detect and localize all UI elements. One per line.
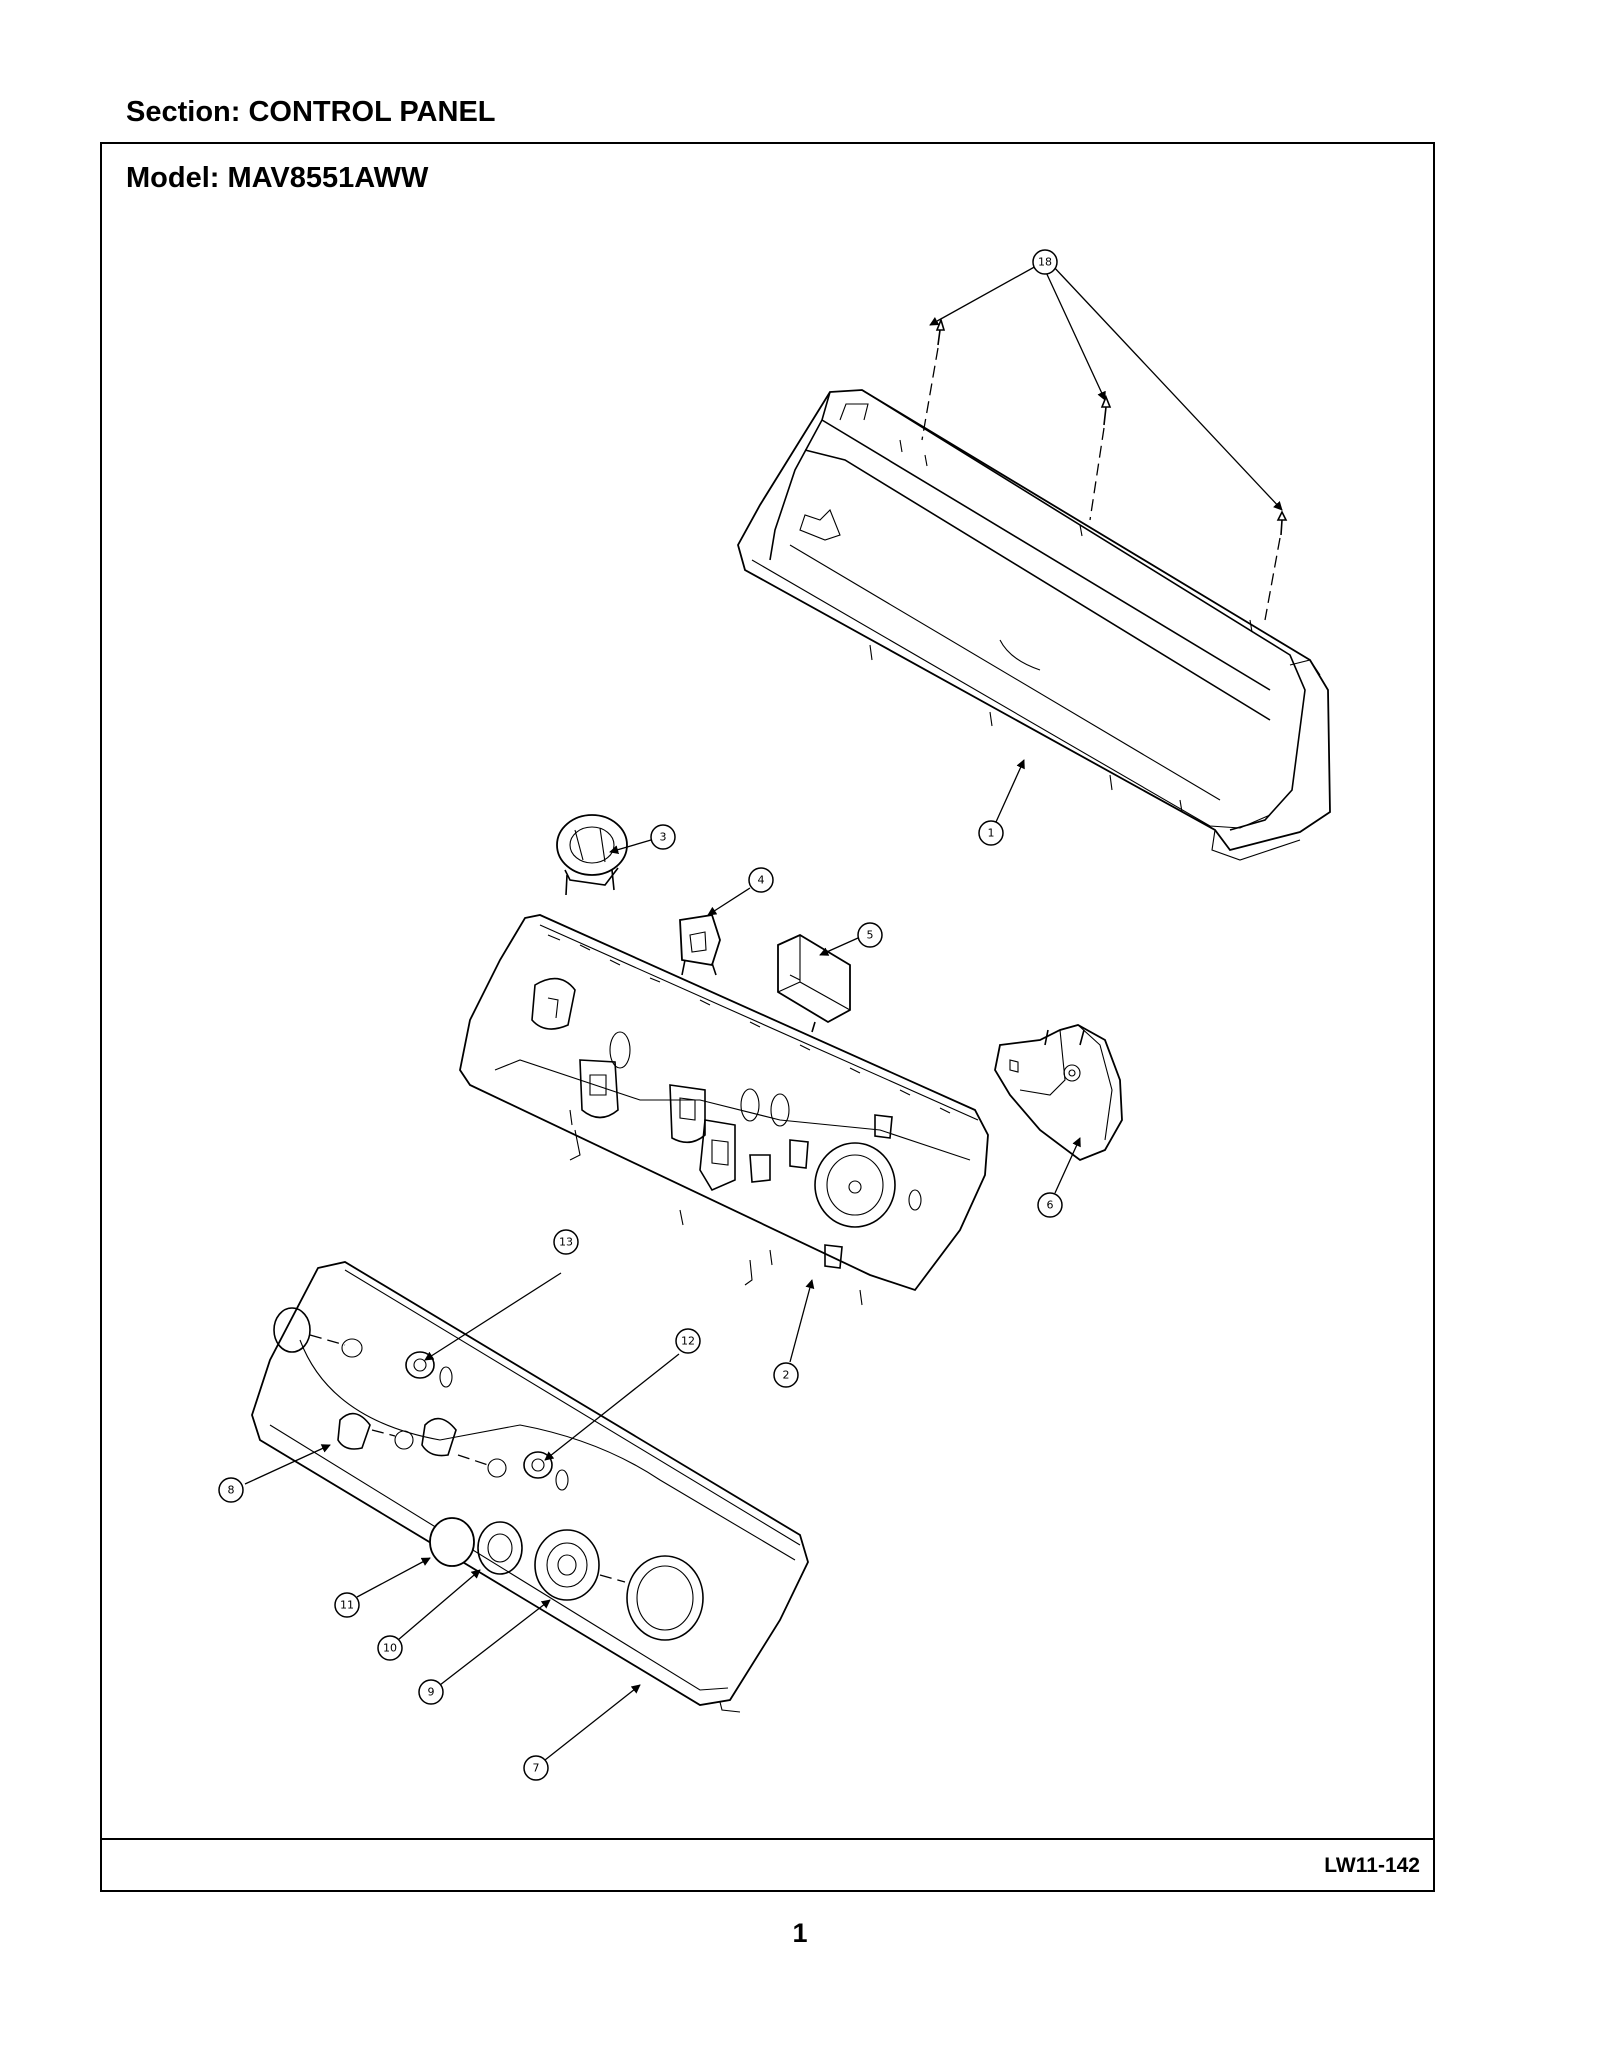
callout-7: 7 bbox=[523, 1755, 549, 1781]
callout-10: 10 bbox=[377, 1635, 403, 1661]
svg-text:8: 8 bbox=[228, 1484, 235, 1497]
callout-12: 12 bbox=[675, 1328, 701, 1354]
section-title: Section: CONTROL PANEL bbox=[126, 96, 496, 128]
svg-text:4: 4 bbox=[758, 874, 765, 887]
callout-4: 4 bbox=[748, 867, 774, 893]
selector-switch bbox=[556, 814, 628, 896]
callout-2: 2 bbox=[773, 1362, 799, 1388]
switch bbox=[679, 913, 721, 976]
callout-5: 5 bbox=[857, 922, 883, 948]
svg-text:3: 3 bbox=[660, 831, 667, 844]
svg-text:11: 11 bbox=[340, 1599, 354, 1612]
panel-bracket bbox=[459, 914, 989, 1306]
screws bbox=[921, 317, 1288, 621]
console-housing bbox=[737, 389, 1331, 861]
page-number: 1 bbox=[792, 1918, 808, 1948]
svg-text:12: 12 bbox=[681, 1335, 695, 1348]
callout-9: 9 bbox=[418, 1679, 444, 1705]
svg-text:7: 7 bbox=[533, 1762, 540, 1775]
model-title: Model: MAV8551AWW bbox=[126, 162, 429, 194]
svg-text:5: 5 bbox=[867, 929, 874, 942]
svg-text:2: 2 bbox=[783, 1369, 790, 1382]
svg-text:18: 18 bbox=[1038, 256, 1052, 269]
control-module bbox=[777, 933, 851, 1033]
document-code: LW11-142 bbox=[1324, 1854, 1420, 1877]
callout-1: 1 bbox=[978, 820, 1004, 846]
svg-text:13: 13 bbox=[559, 1236, 573, 1249]
front-console bbox=[251, 1261, 809, 1713]
callout-8: 8 bbox=[218, 1477, 244, 1503]
callout-6: 6 bbox=[1037, 1192, 1063, 1218]
callout-13: 13 bbox=[553, 1229, 579, 1255]
callout-11: 11 bbox=[334, 1592, 360, 1618]
footer-divider bbox=[100, 1838, 1435, 1840]
svg-text:9: 9 bbox=[428, 1686, 435, 1699]
leader-lines bbox=[244, 264, 1283, 1761]
encoder-bracket bbox=[994, 1024, 1123, 1162]
callout-18: 18 bbox=[1032, 249, 1058, 275]
svg-text:6: 6 bbox=[1047, 1199, 1054, 1212]
svg-text:10: 10 bbox=[383, 1642, 397, 1655]
svg-text:1: 1 bbox=[988, 827, 995, 840]
diagram-frame bbox=[100, 142, 1435, 1892]
callout-3: 3 bbox=[650, 824, 676, 850]
